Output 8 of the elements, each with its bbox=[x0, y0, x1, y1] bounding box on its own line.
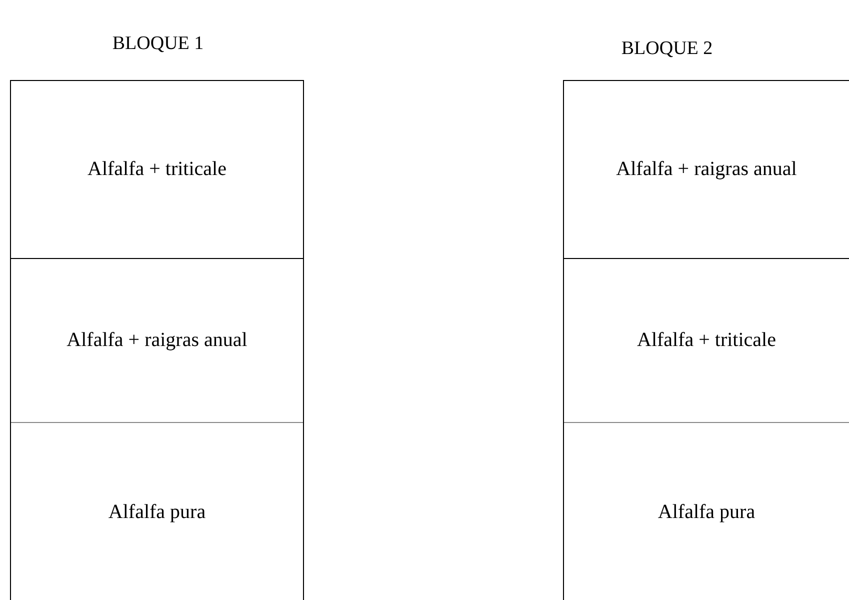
block-heading: BLOQUE 2 bbox=[621, 38, 713, 60]
plot-label: Alfalfa + triticale bbox=[88, 158, 226, 181]
plot-label: Alfalfa pura bbox=[658, 501, 756, 524]
block-heading: BLOQUE 1 bbox=[112, 33, 204, 55]
plot-label: Alfalfa + raigras anual bbox=[66, 329, 248, 352]
plot-label: Alfalfa + raigras anual bbox=[616, 158, 797, 181]
plot-label: Alfalfa pura bbox=[108, 501, 206, 524]
plot-label: Alfalfa + triticale bbox=[637, 329, 776, 352]
